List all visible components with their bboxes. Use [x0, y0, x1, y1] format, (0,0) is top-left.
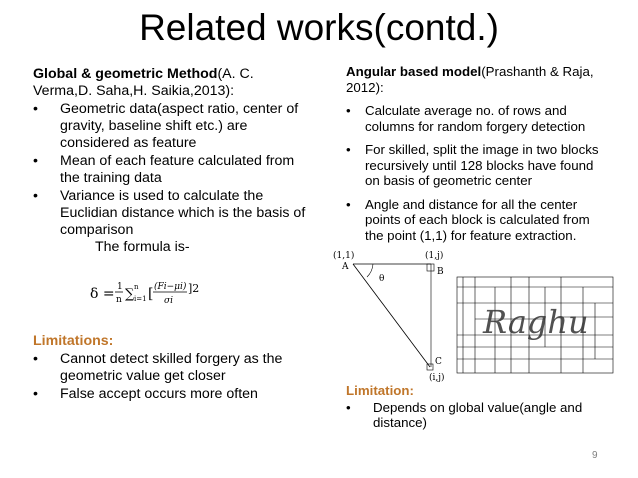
- left-column: Global & geometric Method(A. C. Verma,D.…: [33, 66, 313, 256]
- list-item: Variance is used to calculate the Euclid…: [33, 188, 313, 239]
- formula-frac2-den: σi: [164, 296, 173, 306]
- label-c-coord: (i,j): [429, 372, 445, 383]
- left-limitations: Limitations: Cannot detect skilled forge…: [33, 333, 323, 403]
- point-c-box: [426, 363, 434, 371]
- right-column: Angular based model(Prashanth & Raja, 20…: [346, 64, 608, 243]
- label-a: A: [341, 262, 349, 272]
- line-ac: [352, 263, 431, 368]
- right-limitation-list: Depends on global value(angle and distan…: [346, 400, 608, 431]
- left-heading-bold: Global & geometric Method: [33, 66, 218, 82]
- formula-sum-sign: ∑: [125, 287, 135, 302]
- left-heading-citation: (A. C. Verma,D. Saha,H. Saikia,2013):: [33, 66, 254, 99]
- right-limitation: Limitation: Depends on global value(angl…: [346, 383, 608, 431]
- formula-close: ]2: [188, 282, 199, 295]
- signature-image: Raghu: [482, 303, 589, 341]
- label-c: C: [435, 357, 442, 367]
- right-heading-citation: (Prashanth & Raja, 2012):: [346, 64, 594, 95]
- formula-intro: The formula is-: [95, 239, 190, 255]
- left-heading: Global & geometric Method(A. C. Verma,D.…: [33, 66, 313, 100]
- list-item: False accept occurs more often: [33, 386, 323, 403]
- formula-frac1-den: n: [116, 295, 122, 305]
- right-heading: Angular based model(Prashanth & Raja, 20…: [346, 64, 608, 95]
- formula-lhs: δ =: [90, 286, 115, 302]
- right-bullet-list: Calculate average no. of rows and column…: [346, 103, 608, 243]
- right-heading-bold: Angular based model: [346, 64, 482, 79]
- label-theta: θ: [379, 274, 384, 284]
- list-item: Geometric data(aspect ratio, center of g…: [33, 101, 313, 152]
- list-item: Angle and distance for all the center po…: [346, 197, 608, 244]
- label-a-coord: (1,1): [333, 250, 354, 261]
- list-item: For skilled, split the image in two bloc…: [346, 142, 608, 189]
- formula-sum-sup: n: [134, 283, 139, 291]
- formula-frac2-num: (Fi−μi): [154, 281, 187, 292]
- list-item: Depends on global value(angle and distan…: [346, 400, 608, 431]
- angle-arc: [366, 263, 374, 278]
- left-limitations-list: Cannot detect skilled forgery as the geo…: [33, 351, 323, 403]
- page-number: 9: [592, 450, 598, 461]
- angular-model-diagram: (1,1) A θ (1,j) B C (i,j) Raghu: [333, 250, 614, 383]
- slide-title: Related works(contd.): [139, 7, 499, 48]
- right-limitation-title: Limitation:: [346, 383, 414, 398]
- label-b-coord: (1,j): [425, 250, 443, 261]
- left-limitations-title: Limitations:: [33, 333, 114, 349]
- list-item: Mean of each feature calculated from the…: [33, 153, 313, 187]
- left-bullet-list: Geometric data(aspect ratio, center of g…: [33, 101, 313, 239]
- list-item: Calculate average no. of rows and column…: [346, 103, 608, 134]
- block-grid: [456, 276, 614, 374]
- variance-formula: δ = 1 n ∑ n i=1 [ (Fi−μi) σi ]2: [90, 281, 199, 306]
- list-item: Cannot detect skilled forgery as the geo…: [33, 351, 323, 385]
- formula-open-bracket: [: [148, 286, 153, 302]
- formula-frac1-num: 1: [117, 282, 123, 292]
- point-b-box: [426, 263, 435, 272]
- formula-sum-sub: i=1: [134, 295, 147, 303]
- label-b: B: [437, 267, 444, 277]
